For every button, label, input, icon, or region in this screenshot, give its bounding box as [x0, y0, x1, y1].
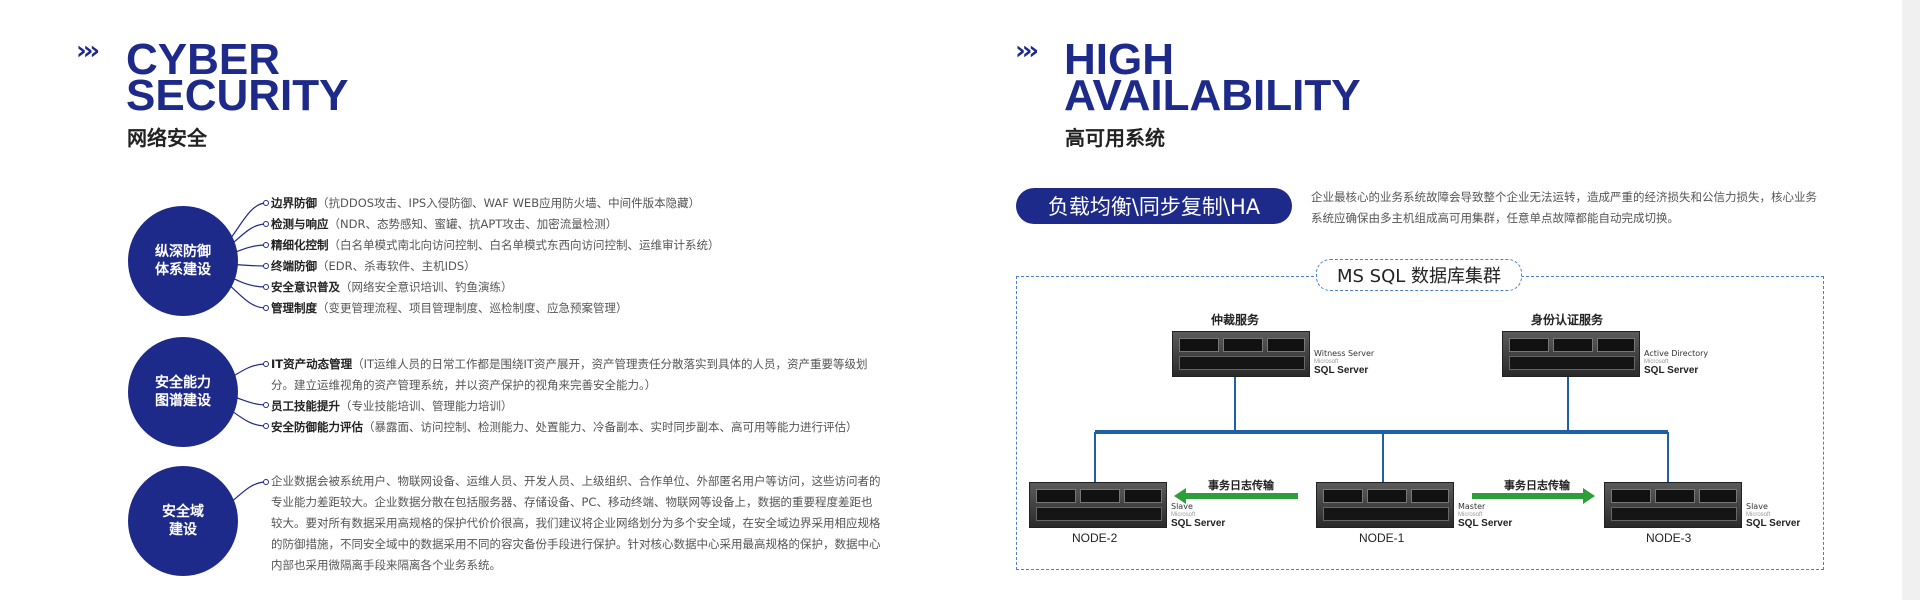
ha-description: 企业最核心的业务系统故障会导致整个企业无法运转，造成严重的经济损失和公信力损失，…: [1311, 190, 1817, 225]
list-item: 边界防御（抗DDOS攻击、IPS入侵防御、WAF WEB应用防火墙、中间件版本隐…: [271, 196, 701, 210]
cluster-title: MS SQL 数据库集群: [1316, 259, 1522, 291]
list-item: 员工技能提升（专业技能培训、管理能力培训）: [271, 399, 513, 413]
bullet-dot: [263, 479, 269, 485]
section-title-line2: AVAILABILITY: [1064, 71, 1361, 120]
section-title-line1: HIGH: [1064, 35, 1174, 84]
node-label: NODE-1: [1359, 531, 1405, 545]
security-capability-circle: 安全能力 图谱建设: [128, 337, 238, 447]
ha-pill-label: 负载均衡\同步复制\HA: [1016, 188, 1292, 224]
scrollbar[interactable]: [1902, 0, 1920, 600]
defense-in-depth-circle: 纵深防御 体系建设: [128, 206, 238, 316]
bullet-dot: [263, 361, 269, 367]
log-shipping-label: 事务日志传输: [1504, 479, 1570, 492]
bullet-dot: [263, 423, 269, 429]
section-subtitle: 网络安全: [127, 126, 207, 150]
list-item: 管理制度（变更管理流程、项目管理制度、巡检制度、应急预案管理）: [271, 301, 628, 315]
list-item: 检测与响应（NDR、态势感知、蜜罐、抗APT攻击、加密流量检测）: [271, 217, 618, 231]
bullet-dot: [263, 402, 269, 408]
security-domain-circle: 安全域 建设: [128, 466, 238, 576]
log-shipping-label: 事务日志传输: [1208, 479, 1274, 492]
server-icon: [1029, 482, 1167, 528]
section-title-line2: SECURITY: [126, 71, 349, 120]
list-item: 分。建立运维视角的资产管理系统，并以资产保护的视角来完善安全能力。）: [271, 378, 657, 392]
bullet-dot: [263, 200, 269, 206]
security-domain-paragraph: 企业数据会被系统用户、物联网设备、运维人员、开发人员、上级组织、合作单位、外部匿…: [271, 474, 881, 572]
bullet-dot: [263, 263, 269, 269]
auth-service-label: 身份认证服务: [1531, 313, 1604, 327]
section-subtitle: 高可用系统: [1065, 126, 1165, 150]
list-item: 精细化控制（白名单模式南北向访问控制、白名单模式东西向访问控制、运维审计系统）: [271, 238, 720, 252]
node-role-label: Slave: [1171, 502, 1193, 511]
list-item: 安全意识普及（网络安全意识培训、钓鱼演练）: [271, 280, 513, 294]
node-role-label: Slave: [1746, 502, 1768, 511]
bullet-dot: [263, 305, 269, 311]
bullet-dot: [263, 284, 269, 290]
witness-service-label: 仲裁服务: [1211, 313, 1260, 327]
bullet-dot: [263, 242, 269, 248]
server-role-label: Active Directory: [1644, 349, 1709, 358]
server-role-label: Witness Server: [1314, 349, 1375, 358]
section-title-line1: CYBER: [126, 35, 281, 84]
server-icon: [1604, 482, 1742, 528]
server-icon: [1316, 482, 1454, 528]
server-icon: [1172, 331, 1310, 377]
node-label: NODE-3: [1646, 531, 1692, 545]
list-item: 安全防御能力评估（暴露面、访问控制、检测能力、处置能力、冷备副本、实时同步副本、…: [271, 420, 858, 434]
server-icon: [1502, 331, 1640, 377]
node-role-label: Master: [1458, 502, 1486, 511]
bullet-dot: [263, 221, 269, 227]
list-item: IT资产动态管理（IT运维人员的日常工作都是围绕IT资产展开，资产管理责任分散落…: [271, 357, 868, 371]
node-label: NODE-2: [1072, 531, 1118, 545]
list-item: 终端防御（EDR、杀毒软件、主机IDS）: [271, 259, 476, 273]
